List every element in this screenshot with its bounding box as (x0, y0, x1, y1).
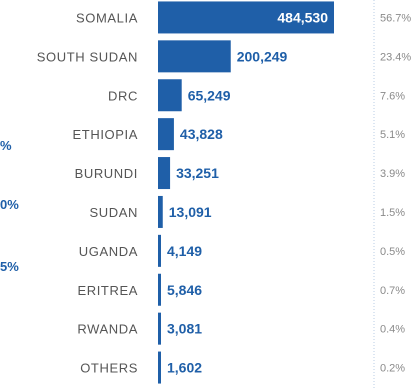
value-label: 65,249 (188, 87, 231, 103)
category-label: ERITREA (77, 283, 138, 298)
category-label: SUDAN (89, 205, 138, 220)
category-label: SOMALIA (76, 10, 138, 25)
percent-label: 56.7% (380, 12, 411, 24)
value-label: 200,249 (237, 48, 288, 64)
bar (158, 40, 231, 73)
value-label: 5,846 (167, 282, 202, 298)
bar (158, 118, 174, 151)
bar (158, 1, 334, 34)
bar (158, 157, 171, 190)
percent-label: 0.4% (380, 324, 405, 336)
bar (158, 195, 163, 228)
percent-label: 0.2% (380, 363, 405, 375)
cropped-percent-label: 5% (0, 259, 19, 274)
percent-label: 3.9% (380, 168, 405, 180)
category-label: OTHERS (80, 361, 138, 376)
category-label: BURUNDI (75, 166, 138, 181)
category-label: ETHIOPIA (73, 127, 138, 142)
percent-label: 0.7% (380, 285, 405, 297)
value-label: 3,081 (167, 321, 202, 337)
cropped-percent-label: 0% (0, 197, 19, 212)
bar (158, 351, 161, 384)
value-label: 13,091 (169, 204, 212, 220)
category-label: DRC (108, 88, 138, 103)
category-label: UGANDA (79, 244, 138, 259)
value-label: 484,530 (277, 9, 328, 25)
bar (158, 273, 161, 306)
cropped-percent-label: % (0, 138, 12, 153)
percent-label: 5.1% (380, 129, 405, 141)
bar (158, 312, 161, 345)
bar (158, 79, 182, 112)
value-label: 4,149 (167, 243, 202, 259)
percent-label: 1.5% (380, 207, 405, 219)
percent-label: 23.4% (380, 51, 411, 63)
percent-label: 7.6% (380, 90, 405, 102)
value-label: 1,602 (167, 360, 202, 376)
value-label: 43,828 (180, 126, 223, 142)
bar (158, 234, 161, 267)
category-label: SOUTH SUDAN (37, 49, 138, 64)
value-label: 33,251 (176, 165, 219, 181)
category-label: RWANDA (77, 322, 138, 337)
percent-label: 0.5% (380, 246, 405, 258)
